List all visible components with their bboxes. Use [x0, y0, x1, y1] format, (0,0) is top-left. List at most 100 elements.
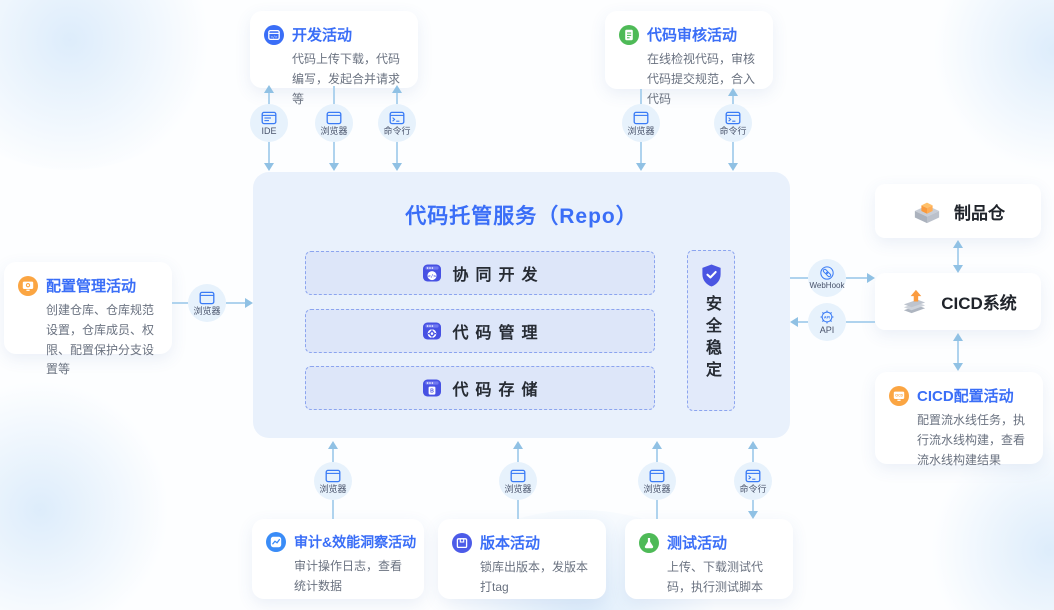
browser-window-icon: [199, 291, 215, 304]
connector-browser-label: 浏览器: [319, 483, 347, 494]
flow-line: [396, 93, 398, 104]
connector-browser-label: 浏览器: [320, 125, 348, 136]
flow-line: [517, 500, 519, 519]
flow-line: [396, 142, 398, 163]
module-code-management: 代码管理: [305, 309, 655, 353]
flow-line: [790, 277, 808, 279]
browser-window-icon: [510, 469, 526, 482]
connector-cli-test: 命令行: [734, 462, 772, 500]
flow-arrow: [728, 88, 738, 96]
module-code-storage: B 代码存储: [305, 366, 655, 410]
card-audit-insight-activity: 审计&效能洞察活动 审计操作日志，查看统计数据: [252, 519, 424, 599]
cli-window-icon: [725, 111, 741, 124]
connector-browser-dev: 浏览器: [315, 104, 353, 142]
module-collaborative-dev: </> 协同开发: [305, 251, 655, 295]
code-review-icon: [619, 24, 639, 45]
card-artifact-repo: 制品仓: [875, 184, 1041, 238]
cicd-config-title: CICD配置活动: [917, 388, 1014, 405]
connector-api-label: API: [819, 324, 835, 335]
card-cicd-system: CICD系统: [875, 273, 1041, 330]
api-gear-icon: API: [820, 310, 834, 323]
cicd-system-label: CICD系统: [941, 294, 1017, 313]
browser-window-icon: [649, 469, 665, 482]
flow-arrow: [392, 85, 402, 93]
artifact-repo-icon: [914, 202, 940, 224]
flow-arrow: [728, 163, 738, 171]
version-activity-title: 版本活动: [480, 535, 541, 552]
connector-browser-version: 浏览器: [499, 462, 537, 500]
flow-line: [333, 142, 335, 163]
connector-browser-test: 浏览器: [638, 462, 676, 500]
module-collaborative-dev-label: 协同开发: [452, 267, 545, 284]
flow-line: [798, 321, 808, 323]
flow-line: [268, 93, 270, 104]
flow-arrow: [392, 163, 402, 171]
flow-line: [957, 248, 959, 265]
flow-line: [332, 500, 334, 519]
flow-line: [172, 302, 188, 304]
connector-cli-label: 命令行: [739, 483, 767, 494]
connector-browser-config: 浏览器: [188, 284, 226, 322]
flow-arrow: [953, 363, 963, 371]
connector-api: API API: [808, 303, 846, 341]
flow-line: [517, 449, 519, 462]
flow-arrow: [953, 333, 963, 341]
connector-cli-review: 命令行: [714, 104, 752, 142]
module-code-management-label: 代码管理: [452, 325, 545, 342]
flow-line: [656, 500, 658, 519]
background-blob: [930, 0, 1054, 170]
code-management-icon: [423, 322, 442, 340]
svg-text:CICD: CICD: [895, 393, 903, 397]
repo-service-title: 代码托管服务（Repo）: [405, 205, 638, 228]
flow-line: [732, 142, 734, 163]
card-cicd-config-activity: CICD CICD配置活动 配置流水线任务，执行流水线构建，查看流水线构建结果: [875, 372, 1043, 467]
connector-browser-label: 浏览器: [504, 483, 532, 494]
flow-line: [752, 500, 754, 511]
flow-arrow: [636, 163, 646, 171]
card-test-activity: 测试活动 上传、下载测试代码，执行测试脚本: [625, 519, 793, 599]
flow-line: [957, 341, 959, 363]
flow-arrow: [328, 441, 338, 449]
flow-arrow: [953, 265, 963, 273]
ide-window-icon: [261, 111, 277, 124]
cicd-config-desc: 配置流水线任务，执行流水线构建，查看流水线构建结果: [917, 413, 1026, 467]
flow-line: [656, 449, 658, 462]
connector-webhook: WebHook: [808, 259, 846, 297]
audit-insight-title: 审计&效能洞察活动: [294, 534, 417, 550]
flow-line: [268, 142, 270, 163]
cli-window-icon: [745, 469, 761, 482]
connector-webhook-label: WebHook: [809, 281, 845, 290]
version-package-icon: [452, 532, 472, 553]
connector-cli-dev: 命令行: [378, 104, 416, 142]
test-activity-title: 测试活动: [667, 535, 728, 552]
browser-window-icon: [325, 469, 341, 482]
flow-line: [333, 86, 335, 104]
cicd-config-icon: CICD: [889, 385, 909, 406]
module-code-storage-label: 代码存储: [452, 382, 545, 399]
flow-arrow: [329, 163, 339, 171]
flow-line: [640, 89, 642, 104]
connector-browser-audit: 浏览器: [314, 462, 352, 500]
browser-window-icon: [633, 111, 649, 124]
connector-browser-review: 浏览器: [622, 104, 660, 142]
security-shield-icon: [701, 264, 721, 287]
flow-arrow: [513, 441, 523, 449]
dev-activity-icon: </>: [264, 24, 284, 45]
flow-line: [226, 302, 245, 304]
config-management-desc: 创建仓库、仓库规范设置，仓库成员、权限、配置保护分支设置等: [46, 303, 155, 377]
flow-arrow: [748, 511, 758, 519]
code-review-desc: 在线检视代码，审核代码提交规范，合入代码: [647, 52, 756, 106]
flow-arrow: [748, 441, 758, 449]
flow-arrow: [264, 85, 274, 93]
flow-line: [640, 142, 642, 163]
version-activity-desc: 锁库出版本，发版本打tag: [480, 560, 589, 594]
browser-window-icon: [326, 111, 342, 124]
audit-insight-desc: 审计操作日志，查看统计数据: [294, 559, 403, 593]
card-dev-activity: </> 开发活动 代码上传下载，代码编写，发起合并请求等: [250, 11, 418, 106]
cli-window-icon: [389, 111, 405, 124]
card-version-activity: 版本活动 锁库出版本，发版本打tag: [438, 519, 606, 599]
repo-service-panel: 代码托管服务（Repo） </> 协同开发: [253, 172, 790, 438]
connector-ide-label: IDE: [261, 125, 277, 136]
dev-activity-desc: 代码上传下载，代码编写，发起合并请求等: [292, 52, 401, 106]
background-blob: [0, 380, 170, 610]
